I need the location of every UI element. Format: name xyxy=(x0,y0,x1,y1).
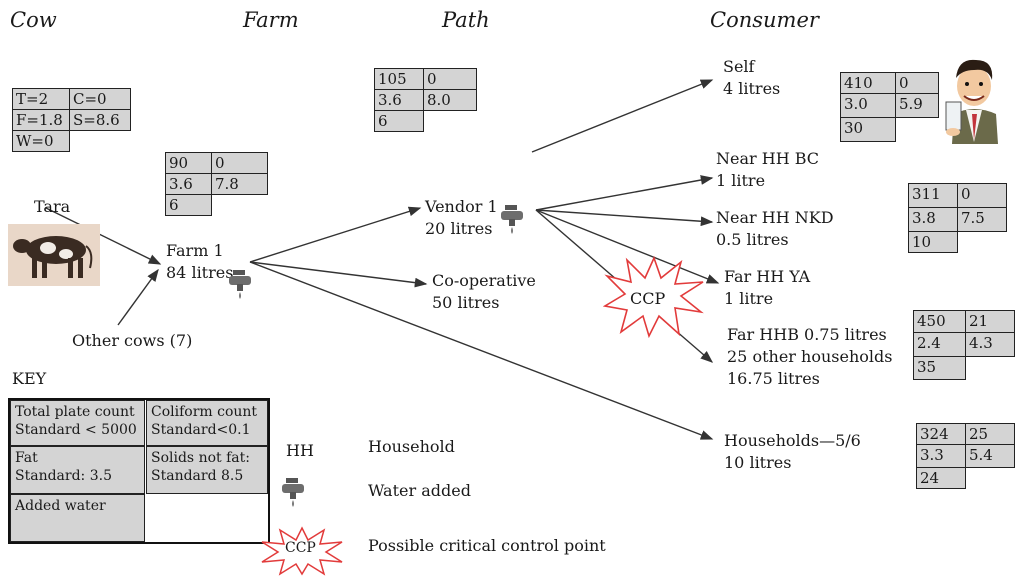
key-water-description: Water added xyxy=(368,481,471,500)
households-volume-label: 10 litres xyxy=(724,453,792,472)
far-hh-ya-volume-label: 1 litre xyxy=(724,289,774,308)
cow-tpc-cell: T=2 xyxy=(12,88,70,110)
nkd-coliform-cell: 0 xyxy=(957,183,1007,208)
hh-fat-cell: 3.3 xyxy=(916,444,966,468)
self-fat-cell: 3.0 xyxy=(840,93,896,118)
far-hhb-label: Far HHB 0.75 litres xyxy=(727,325,887,344)
hh-snf-cell: 5.4 xyxy=(965,444,1015,468)
tara-label: Tara xyxy=(34,197,71,216)
coop-volume-label: 50 litres xyxy=(432,293,500,312)
nkd-snf-cell: 7.5 xyxy=(957,207,1007,232)
cow-water-cell: W=0 xyxy=(12,130,70,152)
far-coliform-cell: 21 xyxy=(965,310,1015,333)
farm-coliform-cell: 0 xyxy=(211,152,268,174)
key-water-tap-icon xyxy=(282,478,304,507)
arrow-vendor-self xyxy=(531,79,714,153)
cow-icon xyxy=(8,224,100,286)
arrow-farm-households xyxy=(249,261,714,440)
key-ccp-description: Possible critical control point xyxy=(368,536,606,555)
near-hh-bc-volume-label: 1 litre xyxy=(716,171,766,190)
water-tap-farm-icon xyxy=(229,270,251,299)
cow-fat-cell: F=1.8 xyxy=(12,109,70,131)
key-hh-description: Household xyxy=(368,437,455,456)
far-tpc-cell: 450 xyxy=(913,310,966,333)
self-snf-cell: 5.9 xyxy=(895,93,939,118)
farm-water-cell: 6 xyxy=(165,194,212,216)
key-water-cell: Added water xyxy=(10,494,145,542)
farm-snf-cell: 7.8 xyxy=(211,173,268,195)
hh-coliform-cell: 25 xyxy=(965,423,1015,445)
ccp-label: CCP xyxy=(630,289,666,308)
path-water-cell: 6 xyxy=(374,110,424,132)
near-hh-bc-label: Near HH BC xyxy=(716,149,820,168)
self-water-cell: 30 xyxy=(840,117,896,142)
arrow-vendor-ya xyxy=(535,209,720,284)
key-coliform-cell: Coliform count Standard<0.1 xyxy=(146,400,268,446)
header-cow: Cow xyxy=(10,8,57,32)
farm1-volume-label: 84 litres xyxy=(166,263,234,282)
key-table xyxy=(8,398,270,544)
arrow-vendor-nkd xyxy=(535,209,714,227)
key-fat-standard: Standard: 3.5 xyxy=(15,468,112,484)
key-coliform-label: Coliform count xyxy=(151,404,258,420)
key-water-label: Added water xyxy=(15,498,106,514)
key-tpc-label: Total plate count xyxy=(15,404,135,420)
header-path: Path xyxy=(442,8,490,32)
arrow-farm-coop xyxy=(249,261,428,288)
cow-coliform-cell: C=0 xyxy=(69,88,131,110)
header-consumer: Consumer xyxy=(710,8,819,32)
far-snf-cell: 4.3 xyxy=(965,332,1015,357)
other-households-volume-label: 16.75 litres xyxy=(727,369,820,388)
nkd-water-cell: 10 xyxy=(908,231,958,253)
key-tpc-standard: Standard < 5000 xyxy=(15,422,137,438)
key-coliform-standard: Standard<0.1 xyxy=(151,422,251,438)
hh-tpc-cell: 324 xyxy=(916,423,966,445)
vendor1-name-label: Vendor 1 xyxy=(425,197,498,216)
ccp-burst-icon xyxy=(603,256,704,338)
key-hh-abbr: HH xyxy=(286,441,314,460)
other-households-label: 25 other households xyxy=(727,347,893,366)
path-snf-cell: 8.0 xyxy=(423,89,477,111)
key-fat-label: Fat xyxy=(15,450,38,466)
nkd-tpc-cell: 311 xyxy=(908,183,958,208)
coop-name-label: Co-operative xyxy=(432,271,536,290)
hh-water-cell: 24 xyxy=(916,467,966,489)
far-fat-cell: 2.4 xyxy=(913,332,966,357)
key-title: KEY xyxy=(12,369,47,388)
arrow-vendor-bc xyxy=(535,175,714,211)
vendor1-volume-label: 20 litres xyxy=(425,219,493,238)
key-ccp-burst-icon xyxy=(261,526,343,576)
cow-snf-cell: S=8.6 xyxy=(69,109,131,131)
key-tpc-cell: Total plate count Standard < 5000 xyxy=(10,400,145,446)
key-fat-cell: Fat Standard: 3.5 xyxy=(10,446,145,494)
far-hh-ya-label: Far HH YA xyxy=(724,267,811,286)
key-snf-label: Solids not fat: xyxy=(151,450,250,466)
consumer-drinking-milk-icon xyxy=(945,59,998,144)
arrow-tara-farm xyxy=(45,207,162,265)
farm1-name-label: Farm 1 xyxy=(166,241,224,260)
arrow-othercows-farm xyxy=(117,268,159,326)
self-coliform-cell: 0 xyxy=(895,72,939,94)
water-tap-vendor-icon xyxy=(501,205,523,234)
self-tpc-cell: 410 xyxy=(840,72,896,94)
key-snf-standard: Standard 8.5 xyxy=(151,468,244,484)
key-ccp-label: CCP xyxy=(285,540,316,556)
near-hh-nkd-label: Near HH NKD xyxy=(716,208,834,227)
path-coliform-cell: 0 xyxy=(423,68,477,90)
farm-tpc-cell: 90 xyxy=(165,152,212,174)
header-farm: Farm xyxy=(243,8,299,32)
farm-fat-cell: 3.6 xyxy=(165,173,212,195)
nkd-fat-cell: 3.8 xyxy=(908,207,958,232)
near-hh-nkd-volume-label: 0.5 litres xyxy=(716,230,789,249)
households-label: Households—5/6 xyxy=(724,431,861,450)
path-fat-cell: 3.6 xyxy=(374,89,424,111)
far-water-cell: 35 xyxy=(913,356,966,380)
path-tpc-cell: 105 xyxy=(374,68,424,90)
self-name-label: Self xyxy=(723,57,755,76)
self-volume-label: 4 litres xyxy=(723,79,781,98)
arrow-farm-vendor xyxy=(249,206,422,263)
other-cows-label: Other cows (7) xyxy=(72,331,193,350)
key-snf-cell: Solids not fat: Standard 8.5 xyxy=(146,446,268,494)
